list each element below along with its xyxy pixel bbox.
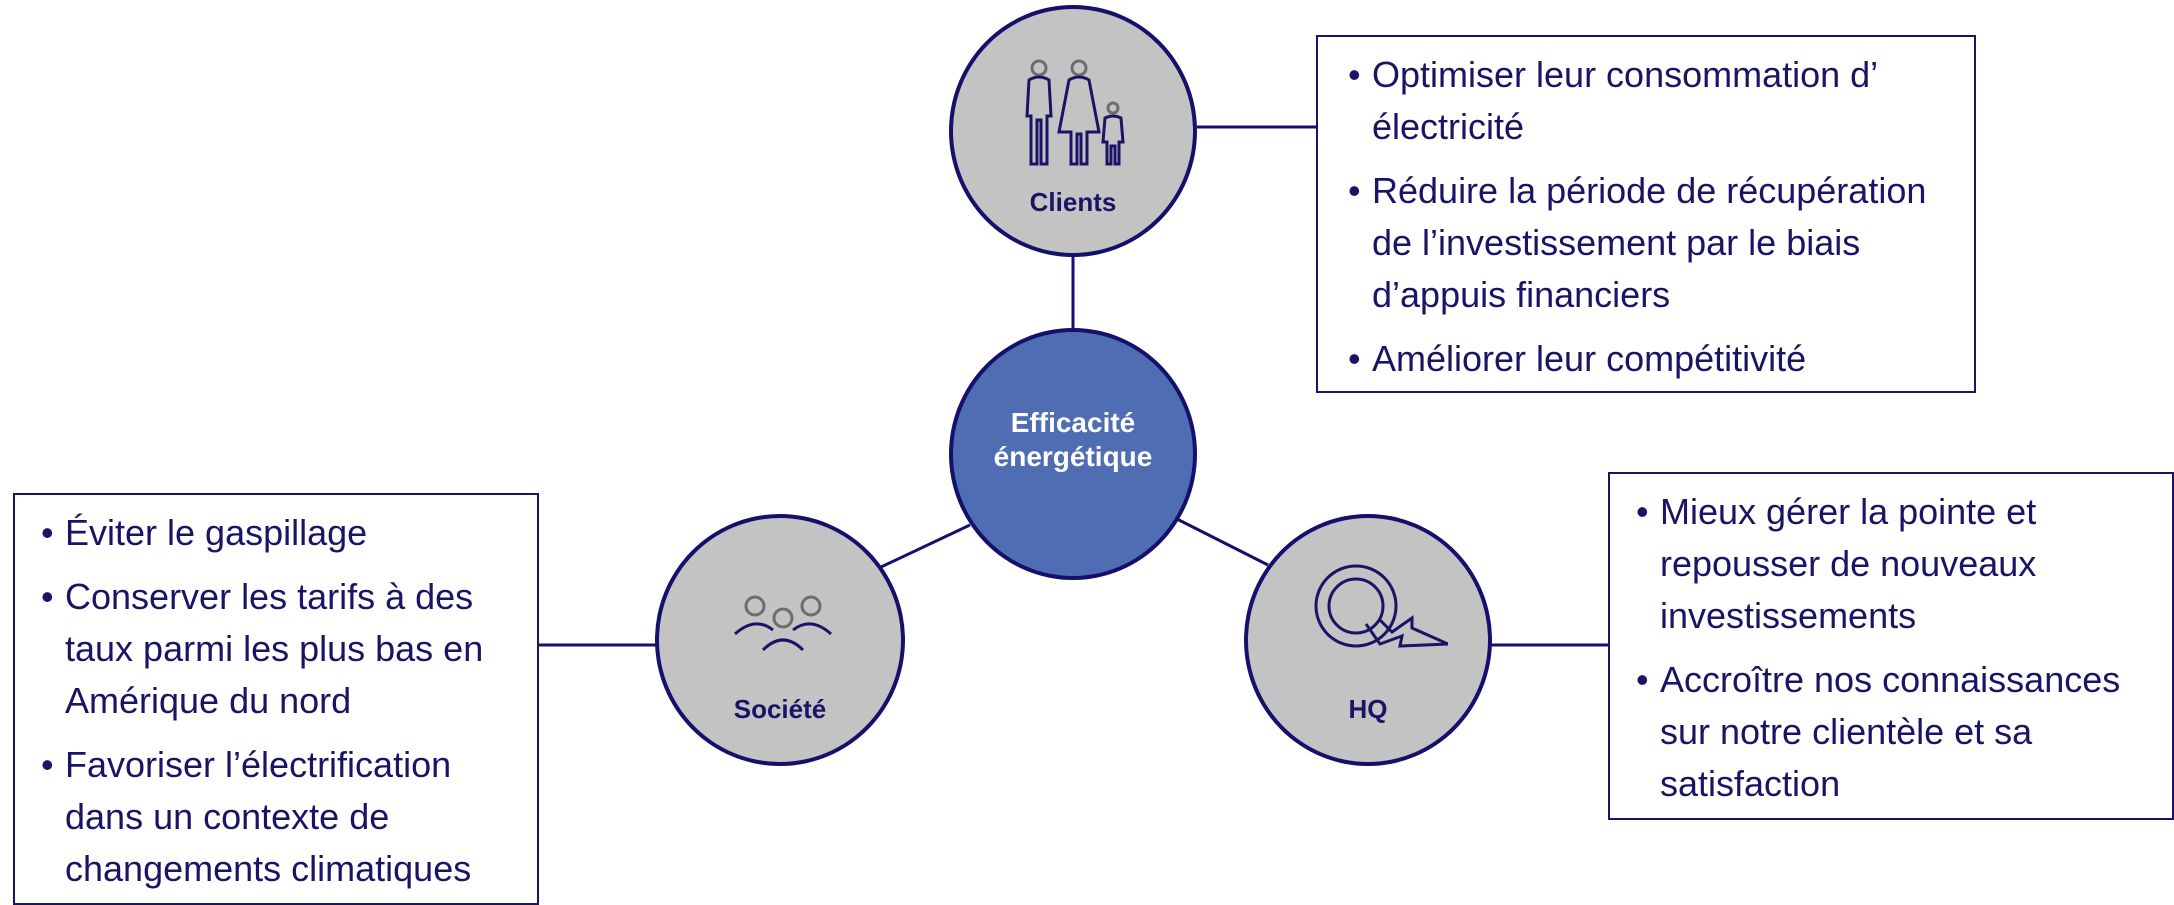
bullet-item: Éviter le gaspillage	[37, 507, 521, 559]
clients-box: Optimiser leur consommation d’ électrici…	[1316, 35, 1976, 393]
societe-node: Société	[655, 514, 905, 766]
hq-label: HQ	[1348, 694, 1388, 724]
bullet-item: Favoriser l’électrification dans un cont…	[37, 739, 521, 895]
center-label: Efficacité énergétique	[993, 407, 1153, 472]
societe-bullet-list: Éviter le gaspillage Conserver les tarif…	[37, 507, 521, 895]
connector-center-societe	[880, 523, 971, 569]
family-icon	[1025, 59, 1125, 166]
bullet-item: Améliorer leur compétitivité	[1344, 333, 1954, 385]
bullet-item: Accroître nos connaissances sur notre cl…	[1632, 654, 2162, 810]
societe-box: Éviter le gaspillage Conserver les tarif…	[13, 493, 539, 905]
societe-label: Société	[733, 694, 827, 724]
bullet-item: Optimiser leur consommation d’ électrici…	[1344, 49, 1954, 153]
clients-bullet-list: Optimiser leur consommation d’ électrici…	[1344, 49, 1954, 385]
people-group-icon	[733, 595, 833, 652]
clients-label: Clients	[1029, 187, 1117, 217]
hq-node: HQ	[1244, 514, 1492, 766]
clients-node: Clients	[949, 5, 1197, 257]
hydro-quebec-logo-icon	[1314, 564, 1448, 648]
bullet-item: Conserver les tarifs à des taux parmi le…	[37, 571, 521, 727]
hq-bullet-list: Mieux gérer la pointe et repousser de no…	[1632, 486, 2162, 810]
center-node: Efficacité énergétique	[949, 328, 1197, 580]
connector-center-hq	[1176, 517, 1269, 567]
hq-box: Mieux gérer la pointe et repousser de no…	[1608, 472, 2174, 820]
bullet-item: Mieux gérer la pointe et repousser de no…	[1632, 486, 2162, 642]
bullet-item: Réduire la période de récupération de l’…	[1344, 165, 1954, 321]
